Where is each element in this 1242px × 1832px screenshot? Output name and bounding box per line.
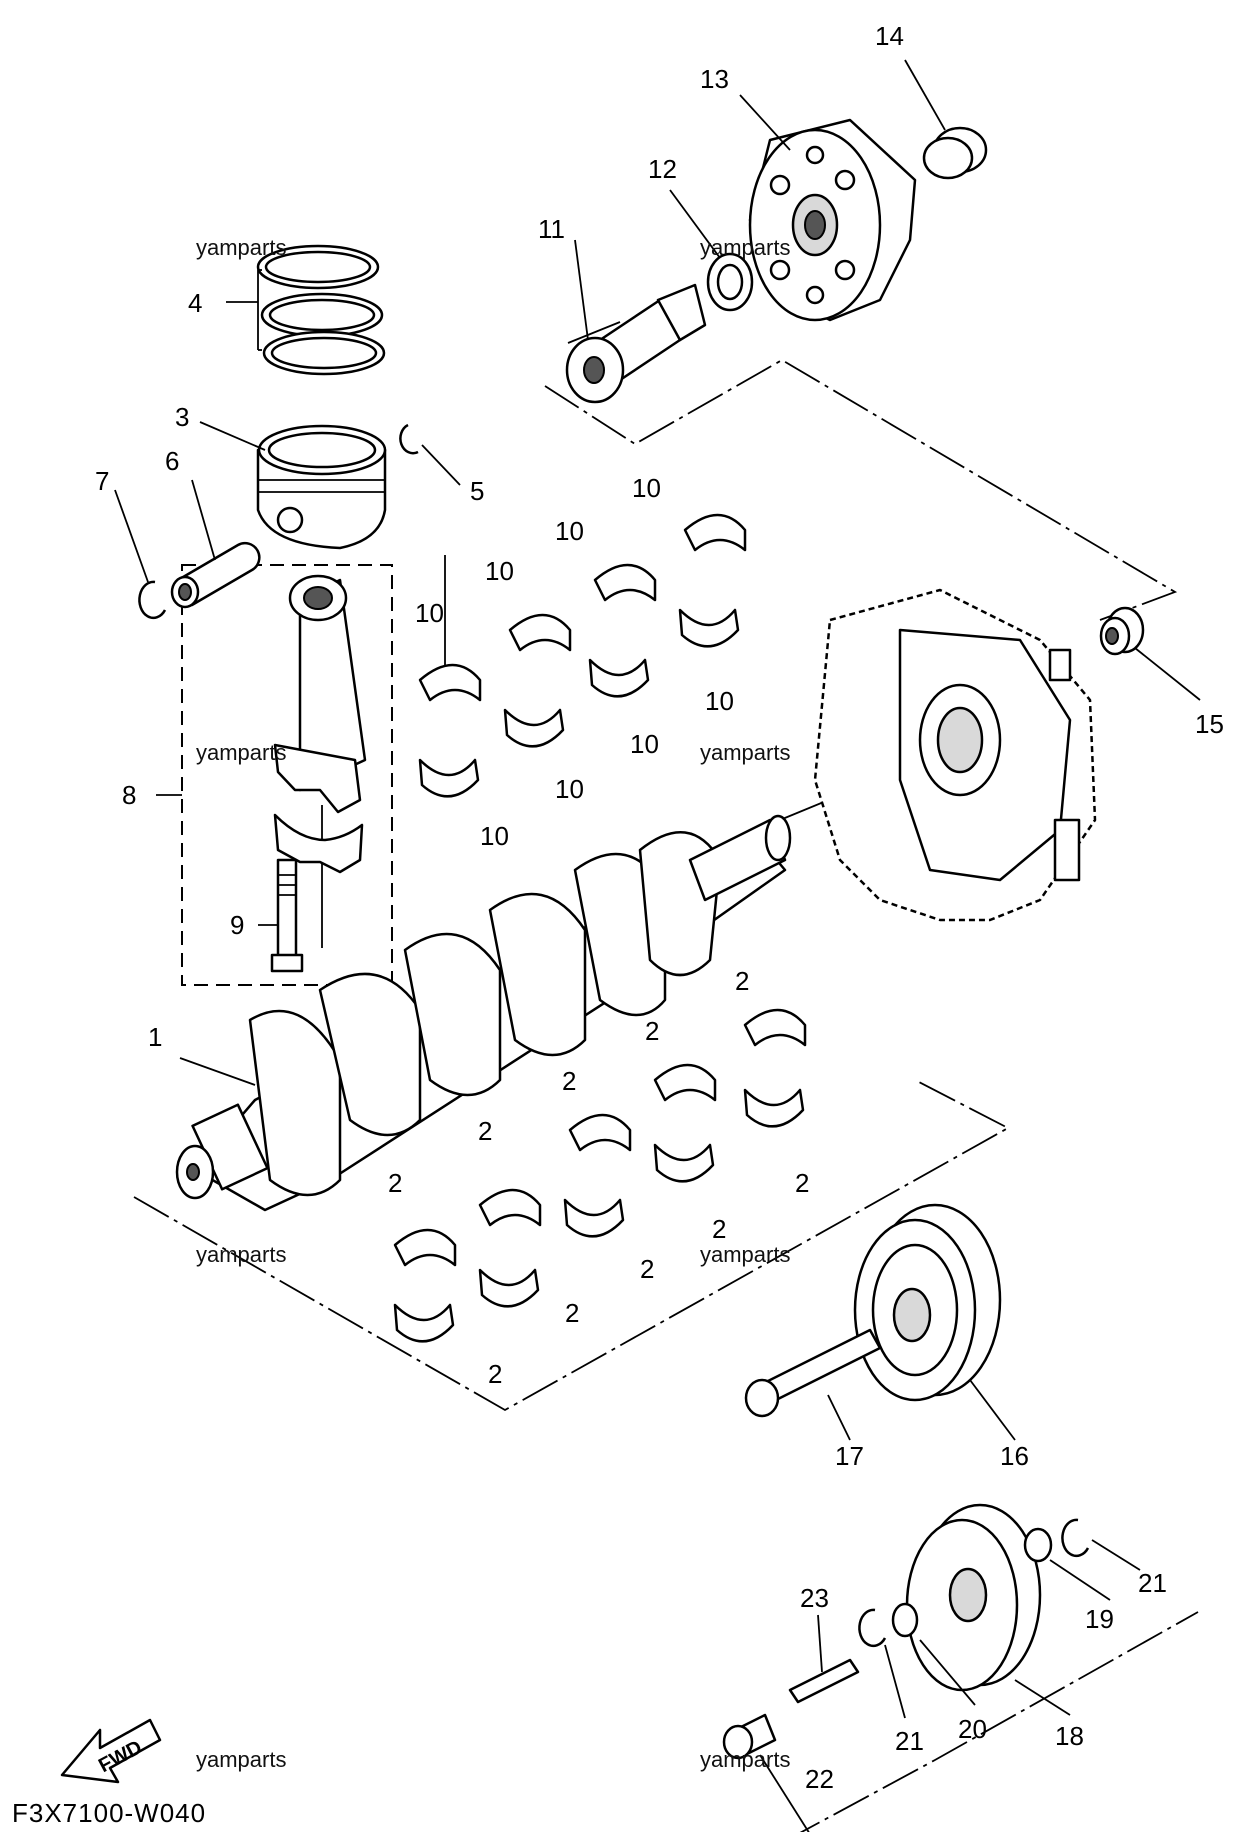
callout-10: 10 [480, 821, 509, 851]
collar-22 [722, 1713, 777, 1760]
callout-2: 2 [640, 1254, 654, 1284]
callout-21: 21 [895, 1726, 924, 1756]
watermark: yamparts [700, 1747, 790, 1772]
callout-10: 10 [555, 516, 584, 546]
pin-23 [788, 1658, 860, 1704]
callout-10: 10 [630, 729, 659, 759]
watermark: yamparts [196, 235, 286, 260]
callout-2: 2 [488, 1359, 502, 1389]
oil-seal-15 [1099, 606, 1145, 656]
piston-pin-clip-right [399, 423, 419, 455]
callout-2: 2 [735, 966, 749, 996]
shaft-11 [565, 283, 707, 404]
piston-pin-clip-left [138, 580, 167, 620]
callout-21: 21 [1138, 1568, 1167, 1598]
callout-10: 10 [632, 473, 661, 503]
bearings-2 [393, 1008, 807, 1343]
bolt-17 [744, 1328, 882, 1418]
diagram-code: F3X7100-W040 [12, 1798, 206, 1828]
gear-18 [905, 1503, 1042, 1692]
bearings-10 [418, 513, 747, 798]
callout-10: 10 [415, 598, 444, 628]
nut-19 [1023, 1527, 1053, 1563]
watermark: yamparts [196, 1747, 286, 1772]
piston-rings [256, 244, 386, 376]
crankcase-cover [813, 588, 1097, 922]
washer-20 [891, 1602, 919, 1638]
clip-21-lower [858, 1608, 887, 1648]
rod-bolt [270, 858, 304, 973]
callouts: 1 2 2 2 2 2 2 2 2 2 2 3 4 5 6 7 8 9 10 1… [95, 21, 1224, 1794]
callout-19: 19 [1085, 1604, 1114, 1634]
leader-lines [114, 59, 1201, 1832]
callout-10: 10 [705, 686, 734, 716]
callout-12: 12 [648, 154, 677, 184]
watermark: yamparts [700, 1242, 790, 1267]
piston-pin [170, 541, 261, 609]
callout-18: 18 [1055, 1721, 1084, 1751]
callout-4: 4 [188, 288, 202, 318]
callout-2: 2 [795, 1168, 809, 1198]
conrod-assembly-box [181, 564, 393, 986]
callout-2: 2 [645, 1016, 659, 1046]
callout-2: 2 [388, 1168, 402, 1198]
callout-9: 9 [230, 910, 244, 940]
callout-22: 22 [805, 1764, 834, 1794]
callout-20: 20 [958, 1714, 987, 1744]
callout-2: 2 [565, 1298, 579, 1328]
callout-2: 2 [562, 1066, 576, 1096]
callout-2: 2 [478, 1116, 492, 1146]
watermark: yamparts [700, 740, 790, 765]
callout-8: 8 [122, 780, 136, 810]
connecting-rod [273, 574, 367, 874]
damper-16 [853, 1203, 1002, 1402]
coupling-13 [748, 118, 917, 322]
callout-10: 10 [485, 556, 514, 586]
callout-3: 3 [175, 402, 189, 432]
watermark: yamparts [196, 1242, 286, 1267]
callout-13: 13 [700, 64, 729, 94]
watermark: yamparts [196, 740, 286, 765]
callout-2: 2 [712, 1214, 726, 1244]
washer-12-hole [716, 263, 744, 301]
callout-7: 7 [95, 466, 109, 496]
callout-14: 14 [875, 21, 904, 51]
callout-10: 10 [555, 774, 584, 804]
callout-11: 11 [538, 214, 565, 244]
piston [256, 424, 387, 550]
callout-6: 6 [165, 446, 179, 476]
callout-23: 23 [800, 1583, 829, 1613]
clip-21-upper [1061, 1518, 1090, 1558]
crankshaft [175, 814, 792, 1212]
callout-17: 17 [835, 1441, 864, 1471]
callout-16: 16 [1000, 1441, 1029, 1471]
plug-14 [922, 126, 988, 180]
callout-15: 15 [1195, 709, 1224, 739]
fwd-arrow-icon: FWD [60, 1718, 162, 1784]
watermark: yamparts [700, 235, 790, 260]
callout-5: 5 [470, 476, 484, 506]
callout-1: 1 [148, 1022, 162, 1052]
watermarks: yamparts yamparts yamparts yamparts yamp… [196, 235, 790, 1772]
